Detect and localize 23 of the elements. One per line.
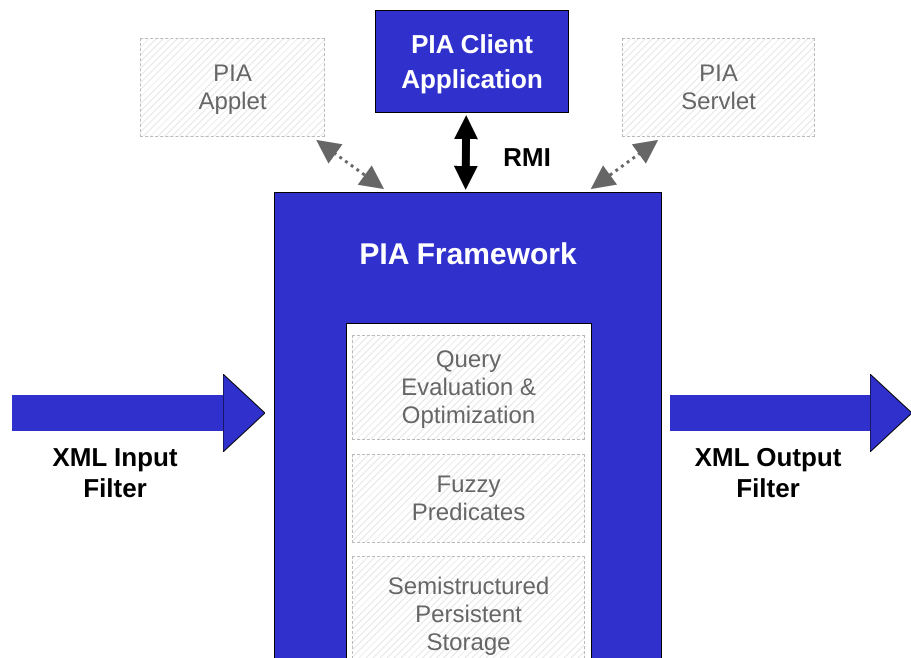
block-arrow [12,374,266,452]
node-label: PIA Framework [358,237,578,273]
component-box [622,38,815,137]
node-label: Query Evaluation & Optimization [400,346,537,430]
arrow [590,140,658,190]
edge-label: XML Output Filter [694,442,842,504]
inner-panel [346,323,592,658]
block-arrow [670,374,911,452]
node-label: Semistructured Persistent Storage [386,573,550,657]
arrow [316,140,384,190]
component-box [352,335,585,440]
component-box [140,38,325,137]
edge-label: RMI [502,142,552,173]
client-box [375,10,569,113]
node-label: PIA Client Application [400,28,544,96]
framework-box [274,192,662,658]
component-box [352,556,585,658]
node-label: PIA Applet [197,60,268,116]
component-box [352,454,585,543]
arrow [454,115,478,190]
edge-label: XML Input Filter [51,442,179,504]
node-label: PIA Servlet [680,60,757,116]
node-label: Fuzzy Predicates [410,470,526,526]
